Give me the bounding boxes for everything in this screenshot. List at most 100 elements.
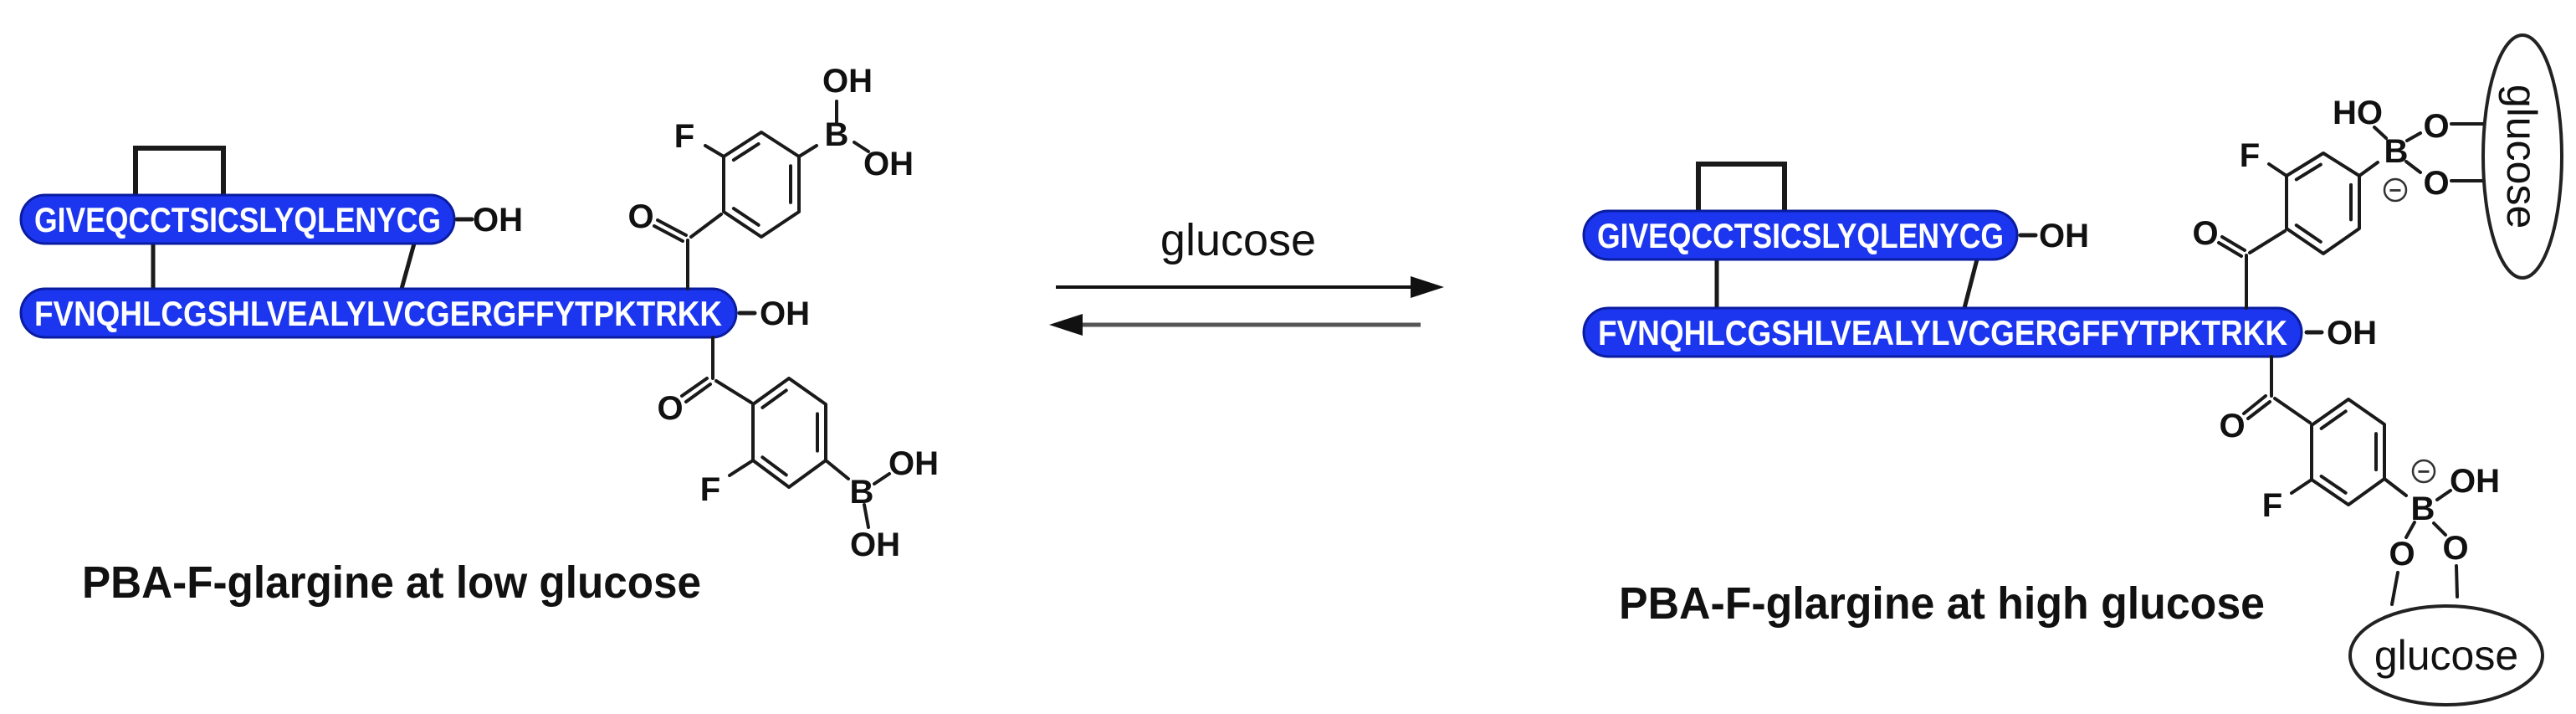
hydroxyl-label: OH — [863, 146, 914, 182]
benzene-ring-icon — [2310, 398, 2386, 506]
a-chain-sequence: GIVEQCCTSICSLYQLENYCG — [34, 200, 441, 239]
glucose-oval-icon — [2481, 33, 2563, 280]
bond-icon — [2455, 564, 2459, 598]
aromatic-double-bond-icon — [2294, 223, 2322, 244]
bond-icon — [2248, 229, 2287, 254]
carbonyl-oxygen: O — [657, 390, 683, 427]
benzene-ring-icon — [722, 131, 801, 239]
pba-glucose-group-top: O F B − HO O O glucose — [2192, 33, 2563, 310]
hydroxyl-label: OH — [889, 445, 939, 482]
bond-icon — [689, 213, 723, 239]
aromatic-double-bond-icon — [761, 388, 788, 409]
bond-icon — [704, 144, 725, 158]
bond-icon — [824, 459, 850, 480]
bond-icon — [853, 141, 870, 153]
b-chain-pill — [1582, 306, 2303, 358]
benzene-ring-icon — [751, 377, 827, 489]
aromatic-double-bond-icon — [2319, 409, 2348, 430]
carbonyl-double-bond-icon — [684, 383, 712, 403]
boron-atom: B — [2384, 133, 2409, 170]
hydroxyl-label: OH — [822, 63, 873, 100]
carbonyl-double-bond-icon — [2220, 235, 2246, 252]
negative-charge-sign: − — [2389, 177, 2401, 203]
carbonyl-double-bond-icon — [680, 377, 709, 398]
disulfide-bracket-icon — [1696, 162, 1787, 211]
carbonyl-double-bond-icon — [2242, 394, 2267, 415]
aromatic-double-bond-icon — [731, 141, 761, 162]
aromatic-double-bond-icon — [2294, 162, 2322, 182]
a-chain-pill — [19, 193, 456, 245]
bond-icon — [797, 144, 818, 158]
carbonyl-double-bond-icon — [653, 224, 684, 243]
bond-icon — [2404, 160, 2422, 174]
hydroxyl-label: OH — [2450, 463, 2500, 500]
bond-icon — [2432, 521, 2447, 537]
a-chain-pill — [1582, 209, 2019, 261]
ester-oxygen: O — [2423, 165, 2449, 202]
bond-icon — [2273, 397, 2312, 424]
bond-icon — [2290, 478, 2313, 495]
hydroxyl-label: OH — [850, 527, 900, 563]
aromatic-double-bond-icon — [731, 207, 761, 227]
b-chain-sequence: FVNQHLCGSHLVEALYLVCGERGFFYTPKTRKK — [1598, 313, 2287, 352]
bond-icon — [714, 379, 753, 404]
a-chain-sequence: GIVEQCCTSICSLYQLENYCG — [1597, 216, 2004, 255]
forward-arrowhead-icon — [1411, 276, 1444, 298]
a-chain-terminal: OH — [473, 202, 523, 239]
carbonyl-oxygen: O — [627, 198, 653, 235]
bond-icon — [2358, 161, 2379, 177]
equilibrium-label: glucose — [1160, 215, 1316, 265]
glucose-label: glucose — [2374, 632, 2518, 679]
fluorine-atom: F — [2262, 487, 2282, 524]
left-caption: PBA-F-glargine at low glucose — [82, 557, 701, 608]
carbonyl-double-bond-icon — [2217, 241, 2243, 258]
fluorine-atom: F — [674, 118, 694, 155]
bond-icon — [2405, 131, 2422, 142]
ester-oxygen: O — [2389, 536, 2415, 573]
glucose-oval-icon — [2348, 604, 2544, 706]
disulfide-bond-icon — [1962, 257, 1979, 311]
hydroxyl-label: HO — [2333, 95, 2383, 131]
a-chain-terminal: OH — [2039, 218, 2089, 254]
bond-icon — [2383, 477, 2408, 497]
fluorine-atom: F — [2240, 137, 2260, 174]
carbonyl-oxygen: O — [2219, 408, 2245, 444]
b-chain-sequence: FVNQHLCGSHLVEALYLVCGERGFFYTPKTRKK — [34, 294, 722, 333]
b-chain-pill — [19, 287, 738, 339]
reverse-arrowhead-icon — [1049, 314, 1083, 336]
benzene-ring-icon — [2285, 152, 2361, 255]
b-chain-terminal: OH — [2327, 315, 2377, 352]
fluorine-atom: F — [700, 471, 720, 508]
pba-group-bottom: O F B OH OH — [657, 336, 939, 563]
left-structure: GIVEQCCTSICSLYQLENYCG OH FVNQHLCGSHLVEAL… — [19, 63, 939, 608]
bond-icon — [873, 472, 891, 485]
bond-icon — [2404, 521, 2416, 539]
bond-icon — [728, 459, 755, 477]
pba-group-top: O F B OH OH — [627, 63, 914, 290]
glucose-label: glucose — [2498, 85, 2545, 229]
disulfide-bracket-icon — [133, 146, 226, 195]
negative-charge-sign: − — [2417, 459, 2430, 484]
aromatic-double-bond-icon — [761, 455, 788, 477]
negative-charge-icon — [2383, 177, 2408, 203]
ester-oxygen: O — [2423, 108, 2449, 145]
boron-atom: B — [850, 474, 874, 511]
pba-glucose-group-bottom: O F B − OH O O glucose — [2219, 355, 2544, 706]
b-chain-terminal: OH — [760, 295, 810, 332]
bond-icon — [2373, 126, 2388, 140]
aromatic-double-bond-icon — [2319, 474, 2348, 495]
equilibrium: glucose — [1049, 215, 1444, 336]
right-structure: GIVEQCCTSICSLYQLENYCG OH FVNQHLCGSHLVEAL… — [1582, 33, 2563, 706]
carbonyl-double-bond-icon — [2246, 400, 2271, 420]
bond-icon — [2267, 162, 2288, 177]
bond-icon — [2435, 489, 2452, 501]
carbonyl-double-bond-icon — [656, 218, 688, 237]
ester-oxygen: O — [2442, 530, 2468, 567]
bond-icon — [863, 503, 870, 529]
carbonyl-oxygen: O — [2192, 215, 2218, 252]
negative-charge-icon — [2411, 459, 2436, 484]
right-caption: PBA-F-glargine at high glucose — [1619, 578, 2265, 629]
bond-icon — [2390, 571, 2399, 606]
